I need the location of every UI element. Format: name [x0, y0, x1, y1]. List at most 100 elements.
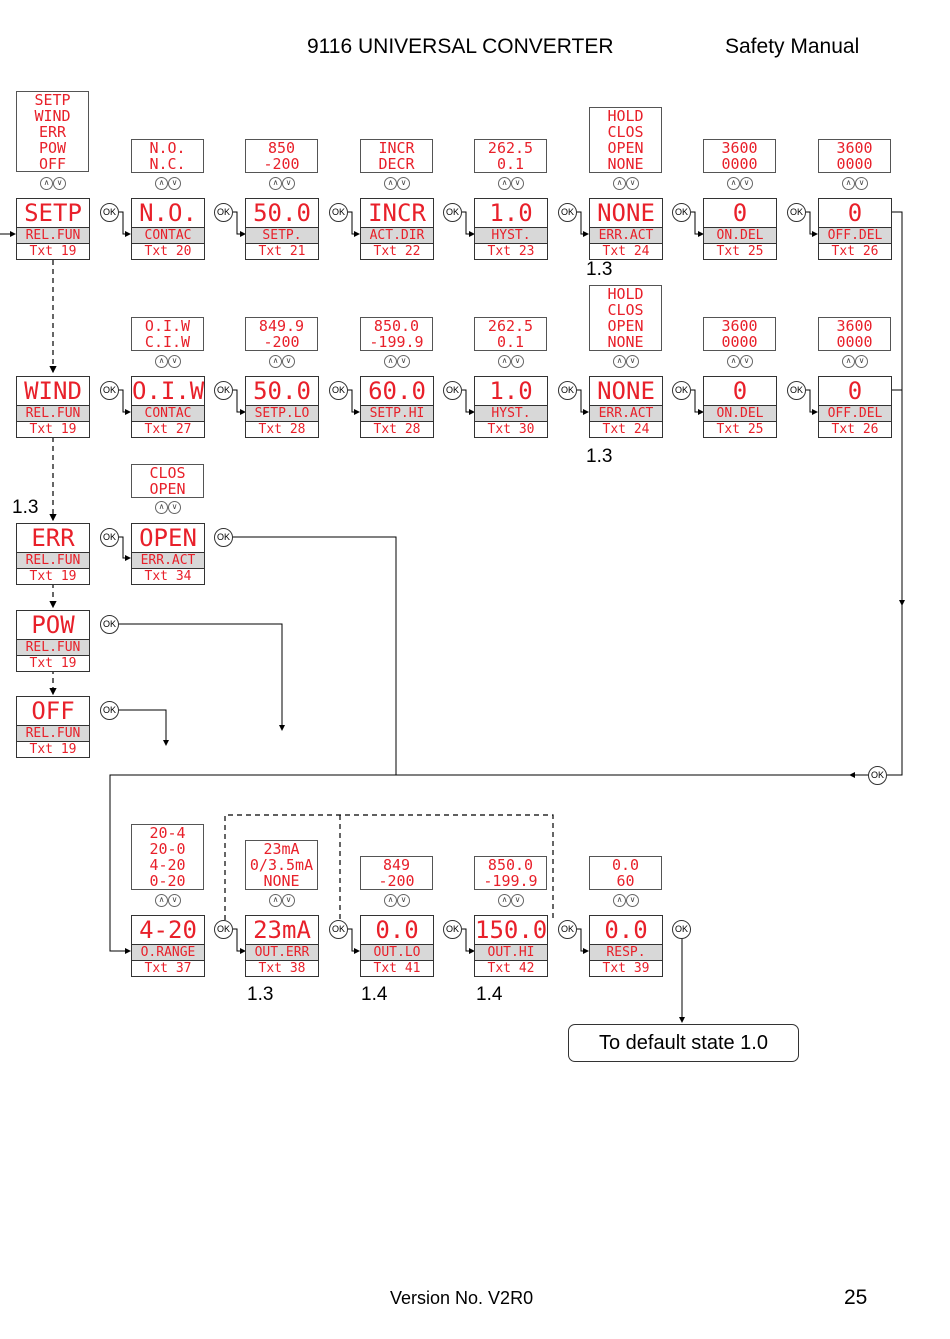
ok-button[interactable]: OK: [558, 920, 577, 939]
ok-button[interactable]: OK: [100, 528, 119, 547]
up-down-arrows-icon[interactable]: ∧∨: [267, 893, 297, 907]
display-txt: Txt 39: [602, 961, 650, 976]
ok-button[interactable]: OK: [672, 203, 691, 222]
ok-button[interactable]: OK: [329, 381, 348, 400]
display-hyst[interactable]: 1.0 HYST. Txt 23: [474, 198, 548, 260]
option-list-out-lo: 849 -200: [360, 856, 433, 890]
ok-button[interactable]: OK: [443, 381, 462, 400]
display-label: RESP.: [590, 944, 662, 961]
display-txt: Txt 34: [144, 569, 192, 584]
display-value: POW: [31, 611, 75, 639]
up-down-arrows-icon[interactable]: ∧∨: [611, 176, 641, 190]
up-down-arrows-icon[interactable]: ∧∨: [611, 893, 641, 907]
up-down-arrows-icon[interactable]: ∧∨: [725, 354, 755, 368]
up-down-arrows-icon[interactable]: ∧∨: [153, 500, 183, 514]
up-down-arrows-icon[interactable]: ∧∨: [725, 176, 755, 190]
display-out-lo[interactable]: 0.0 OUT.LO Txt 41: [360, 915, 434, 977]
display-setp[interactable]: 50.0 SETP. Txt 21: [245, 198, 319, 260]
display-label: ON.DEL: [704, 405, 776, 422]
display-err-act[interactable]: NONE ERR.ACT Txt 24: [589, 198, 663, 260]
up-down-arrows-icon[interactable]: ∧∨: [496, 893, 526, 907]
option-item: NONE: [263, 872, 300, 890]
display-setp-lo[interactable]: 50.0 SETP.LO Txt 28: [245, 376, 319, 438]
option-item: 0.1: [496, 333, 525, 351]
display-rel-fun-off[interactable]: OFF REL.FUN Txt 19: [16, 696, 90, 758]
ok-button[interactable]: OK: [329, 203, 348, 222]
up-down-arrows-icon[interactable]: ∧∨: [496, 354, 526, 368]
up-down-arrows-icon[interactable]: ∧∨: [382, 354, 412, 368]
display-o-range[interactable]: 4-20 O.RANGE Txt 37: [131, 915, 205, 977]
display-off-del[interactable]: 0 OFF.DEL Txt 26: [818, 198, 892, 260]
up-down-arrows-icon[interactable]: ∧∨: [153, 176, 183, 190]
display-txt: Txt 21: [258, 244, 306, 259]
up-down-arrows-icon[interactable]: ∧∨: [496, 176, 526, 190]
section-reference: 1.3: [586, 259, 613, 280]
display-value: 50.0: [253, 199, 311, 227]
ok-button[interactable]: OK: [558, 381, 577, 400]
document-title: 9116 UNIVERSAL CONVERTER: [307, 35, 614, 58]
ok-button[interactable]: OK: [214, 203, 233, 222]
up-down-arrows-icon[interactable]: ∧∨: [38, 176, 68, 190]
display-on-del[interactable]: 0 ON.DEL Txt 25: [703, 376, 777, 438]
ok-button[interactable]: OK: [558, 203, 577, 222]
display-out-hi[interactable]: 150.0 OUT.HI Txt 42: [474, 915, 548, 977]
up-down-arrows-icon[interactable]: ∧∨: [153, 354, 183, 368]
up-down-arrows-icon[interactable]: ∧∨: [840, 354, 870, 368]
option-list-out-err: 23mA 0/3.5mA NONE: [245, 840, 318, 890]
ok-button[interactable]: OK: [100, 615, 119, 634]
option-item: -200: [378, 872, 415, 890]
display-resp[interactable]: 0.0 RESP. Txt 39: [589, 915, 663, 977]
display-value: 0: [847, 199, 863, 227]
display-contac[interactable]: N.O. CONTAC Txt 20: [131, 198, 205, 260]
ok-button[interactable]: OK: [214, 528, 233, 547]
option-item: 849.9: [258, 317, 305, 335]
display-rel-fun-setp[interactable]: SETP REL.FUN Txt 19: [16, 198, 90, 260]
ok-button[interactable]: OK: [868, 766, 887, 785]
option-item: CLOS: [607, 123, 644, 141]
ok-button[interactable]: OK: [787, 203, 806, 222]
option-item: 850.0: [373, 317, 420, 335]
display-setp-hi[interactable]: 60.0 SETP.HI Txt 28: [360, 376, 434, 438]
up-down-arrows-icon[interactable]: ∧∨: [840, 176, 870, 190]
option-list-out-hi: 850.0 -199.9: [474, 856, 547, 890]
up-down-arrows-icon[interactable]: ∧∨: [382, 176, 412, 190]
ok-button[interactable]: OK: [329, 920, 348, 939]
ok-button[interactable]: OK: [100, 701, 119, 720]
display-txt: Txt 19: [29, 244, 77, 259]
display-value: 60.0: [368, 377, 426, 405]
display-contac[interactable]: O.I.W CONTAC Txt 27: [131, 376, 205, 438]
option-item: 20-4: [149, 824, 186, 842]
section-reference: 1.3: [586, 446, 613, 467]
up-down-arrows-icon[interactable]: ∧∨: [611, 354, 641, 368]
display-rel-fun-wind[interactable]: WIND REL.FUN Txt 19: [16, 376, 90, 438]
display-on-del[interactable]: 0 ON.DEL Txt 25: [703, 198, 777, 260]
display-rel-fun-pow[interactable]: POW REL.FUN Txt 19: [16, 610, 90, 672]
display-rel-fun-err[interactable]: ERR REL.FUN Txt 19: [16, 523, 90, 585]
up-down-arrows-icon[interactable]: ∧∨: [153, 893, 183, 907]
ok-button[interactable]: OK: [443, 203, 462, 222]
ok-button[interactable]: OK: [787, 381, 806, 400]
ok-button[interactable]: OK: [100, 203, 119, 222]
ok-button[interactable]: OK: [100, 381, 119, 400]
ok-button[interactable]: OK: [214, 381, 233, 400]
up-down-arrows-icon[interactable]: ∧∨: [382, 893, 412, 907]
display-err-act[interactable]: NONE ERR.ACT Txt 24: [589, 376, 663, 438]
display-out-err[interactable]: 23mA OUT.ERR Txt 38: [245, 915, 319, 977]
option-item: O.I.W: [144, 317, 191, 335]
up-down-arrows-icon[interactable]: ∧∨: [267, 176, 297, 190]
display-txt: Txt 25: [716, 244, 764, 259]
display-hyst[interactable]: 1.0 HYST. Txt 30: [474, 376, 548, 438]
up-down-arrows-icon[interactable]: ∧∨: [267, 354, 297, 368]
display-txt: Txt 38: [258, 961, 306, 976]
ok-button[interactable]: OK: [672, 920, 691, 939]
display-off-del[interactable]: 0 OFF.DEL Txt 26: [818, 376, 892, 438]
option-item: 0000: [836, 333, 873, 351]
display-err-act[interactable]: OPEN ERR.ACT Txt 34: [131, 523, 205, 585]
ok-button[interactable]: OK: [214, 920, 233, 939]
ok-button[interactable]: OK: [443, 920, 462, 939]
display-act-dir[interactable]: INCR ACT.DIR Txt 22: [360, 198, 434, 260]
option-item: 3600: [721, 317, 758, 335]
ok-button[interactable]: OK: [672, 381, 691, 400]
page-number: 25: [844, 1286, 868, 1309]
